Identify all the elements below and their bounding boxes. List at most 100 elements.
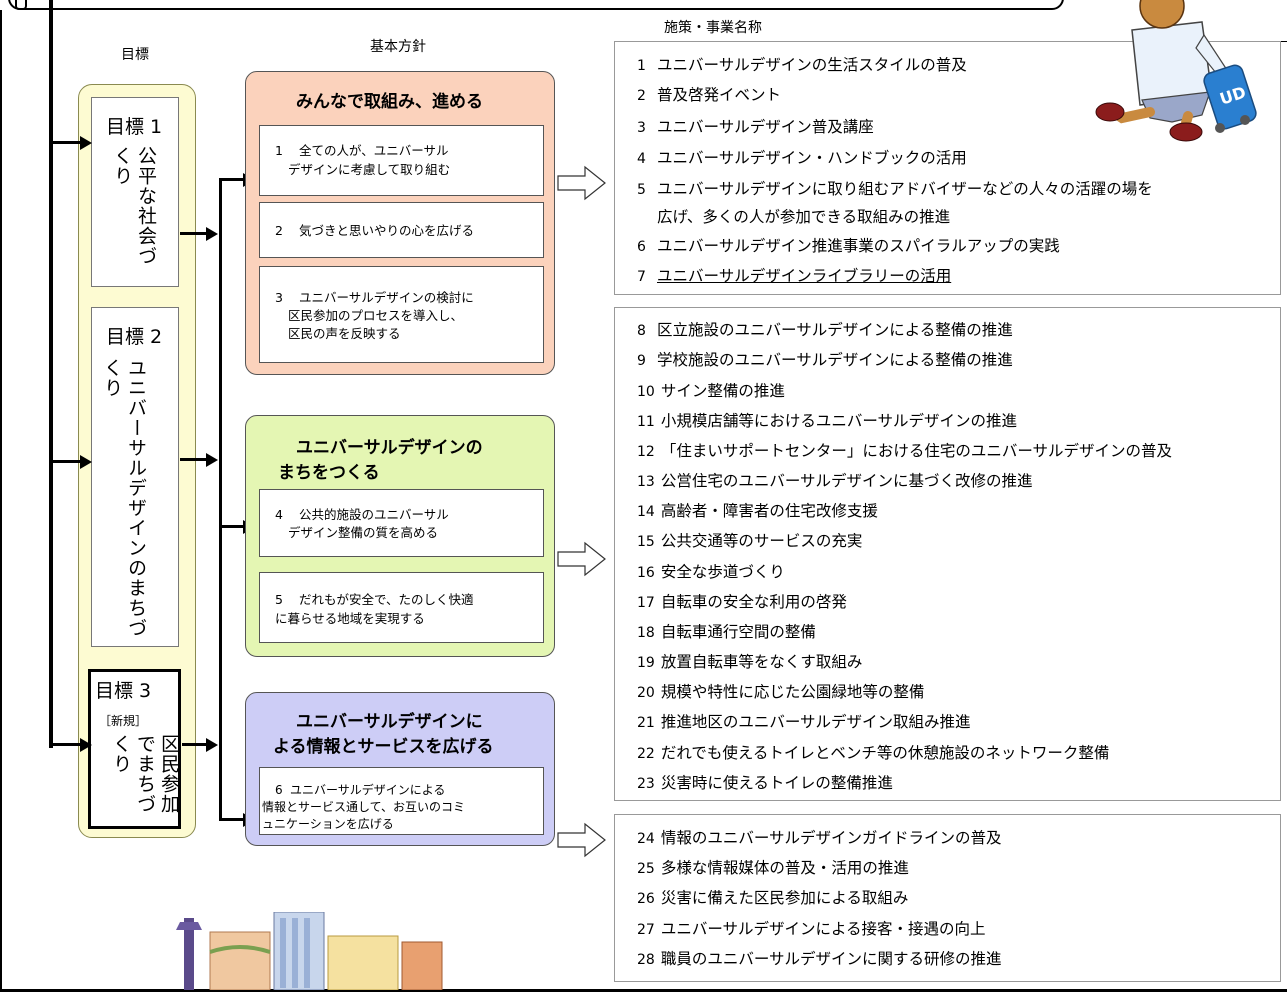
- policy-connector-line: [219, 178, 222, 820]
- city-illustration: [176, 912, 443, 990]
- policy-1: 1 全ての人が、ユニバーサル デザインに考慮して取り組む: [259, 125, 544, 196]
- policy-6: 6 ユニバーサルデザインによる 情報とサービス通して、お互いのコミ ュニケーショ…: [259, 767, 544, 835]
- policy-4-line-2: デザイン整備の質を高める: [288, 525, 439, 540]
- goal-2-title: 目標 2: [106, 326, 163, 348]
- policy-1-num: 1: [275, 143, 283, 158]
- policy-3-line-2: 区民参加のプロセスを導入し、: [288, 308, 464, 323]
- hollow-arrow-1: [557, 165, 606, 201]
- policy-3-line-1: ユニバーサルデザインの検討に: [299, 290, 474, 305]
- arrow-main-goal3: [52, 743, 82, 746]
- policy-5-num: 5: [275, 592, 283, 607]
- arrow-main-goal1: [52, 141, 82, 144]
- policy-4-line-1: 公共的施設のユニバーサル: [299, 507, 449, 522]
- measures-box-2: [614, 307, 1281, 801]
- group-3-title-line-2: よる情報とサービスを広げる: [273, 737, 494, 757]
- policy-3-num: 3: [275, 290, 283, 305]
- arrow-head: [206, 453, 218, 467]
- mascot-illustration: UD: [1095, 0, 1257, 142]
- arrow-main-goal2: [52, 460, 82, 463]
- group-2-title-line-2: まちをつくる: [278, 463, 380, 483]
- measures-box-3: [614, 814, 1281, 982]
- group-2-title-line-1: ユニバーサルデザインの: [296, 438, 483, 458]
- goal-3-new-tag: ［新規］: [99, 714, 148, 728]
- policy-5-line-1: だれもが安全で、たのしく快適: [299, 592, 474, 607]
- arrow-goal2-out: [180, 458, 208, 461]
- arrow-goal3-out: [182, 743, 208, 746]
- arrow-to-group1: [219, 178, 245, 181]
- arrow-to-group2: [219, 525, 245, 528]
- arrow-goal1-out: [180, 232, 208, 235]
- policy-3-line-3: 区民の声を反映する: [288, 326, 401, 341]
- measures-header: 施策・事業名称: [664, 20, 762, 36]
- policy-5: 5 だれもが安全で、たのしく快適 に暮らせる地域を実現する: [259, 572, 544, 643]
- policy-6-line-3: ュニケーションを広げる: [262, 817, 394, 831]
- arrow-head: [80, 136, 92, 150]
- policy-6-line-1: ユニバーサルデザインによる: [290, 783, 446, 797]
- policy-2: 2 気づきと思いやりの心を広げる: [259, 202, 544, 258]
- top-frame: [8, 0, 1064, 10]
- group-3-title-line-1: ユニバーサルデザインに: [296, 712, 483, 732]
- goal-1-box: 目標 1 公平な社会づくり: [91, 97, 179, 287]
- policy-1-line-2: デザインに考慮して取り組む: [288, 162, 451, 177]
- goal-2-box: 目標 2 ユニバーサルデザインのまちづくり: [91, 307, 179, 647]
- policy-4-num: 4: [275, 507, 283, 522]
- policy-5-line-2: に暮らせる地域を実現する: [275, 611, 425, 626]
- policy-6-line-2: 情報とサービス通して、お互いのコミ: [262, 800, 466, 814]
- policy-2-num: 2: [275, 223, 283, 238]
- arrow-head: [206, 227, 218, 241]
- goal-2-text: ユニバーサルデザインのまちづくり: [101, 358, 147, 638]
- hollow-arrow-3: [557, 822, 606, 858]
- policy-group-3: ユニバーサルデザインに よる情報とサービスを広げる 6 ユニバーサルデザインによ…: [245, 692, 555, 846]
- group-1-title: みんなで取組み、進める: [296, 92, 483, 112]
- policy-2-line-1: 気づきと思いやりの心を広げる: [299, 223, 475, 238]
- page-bottom-border: [0, 989, 1287, 992]
- arrow-head: [80, 738, 92, 752]
- policy-6-num: 6: [275, 783, 283, 797]
- measure-item-continuation: 広げ、多くの人が参加できる取組みの推進: [657, 208, 951, 226]
- policy-4: 4 公共的施設のユニバーサル デザイン整備の質を高める: [259, 489, 544, 557]
- top-frame-hook: [15, 0, 27, 10]
- policy-3: 3 ユニバーサルデザインの検討に 区民参加のプロセスを導入し、 区民の声を反映す…: [259, 266, 544, 363]
- goal-3-title: 目標 3: [95, 680, 152, 702]
- page-left-border: [0, 10, 2, 992]
- goal-1-title: 目標 1: [106, 116, 163, 138]
- policy-header: 基本方針: [370, 39, 426, 55]
- arrow-head: [206, 738, 218, 752]
- arrow-to-group3: [219, 818, 245, 821]
- goal-1-text: 公平な社会づくり: [111, 146, 157, 266]
- hollow-arrow-2: [557, 541, 606, 577]
- goal-3-text: 区民参加でまちづくり: [110, 734, 180, 814]
- policy-group-1: みんなで取組み、進める 1 全ての人が、ユニバーサル デザインに考慮して取り組む…: [245, 71, 555, 375]
- policy-1-line-1: 全ての人が、ユニバーサル: [299, 143, 449, 158]
- goals-header: 目標: [121, 47, 149, 63]
- goal-3-box: 目標 3 ［新規］ 区民参加でまちづくり: [88, 669, 181, 829]
- policy-group-2: ユニバーサルデザインの まちをつくる 4 公共的施設のユニバーサル デザイン整備…: [245, 415, 555, 657]
